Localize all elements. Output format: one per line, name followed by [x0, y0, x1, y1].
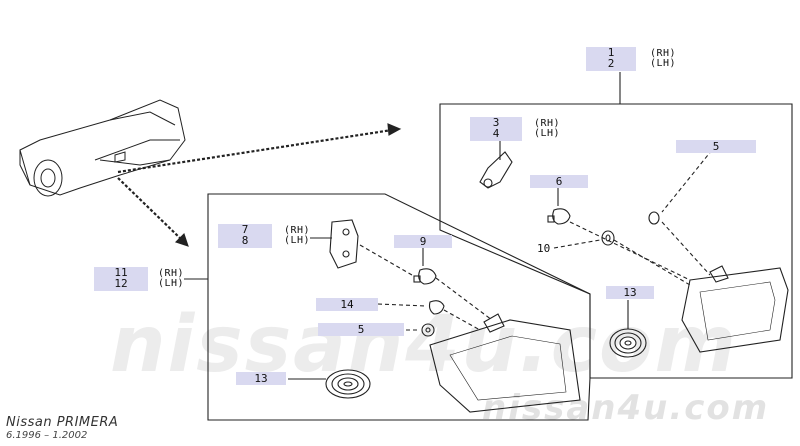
- callout-7-8: 7 8: [218, 224, 272, 248]
- arrow-line-left: [117, 177, 183, 241]
- tail-lamp-icon: [429, 313, 581, 413]
- lamp-socket-icon: [329, 219, 359, 269]
- arrow-line-right: [117, 128, 393, 174]
- callout-1: 1: [607, 46, 615, 59]
- side-label-7-8: (RH) (LH): [284, 225, 311, 246]
- bulb-icon: [547, 208, 571, 225]
- callout-11-12: 11 12: [94, 267, 148, 291]
- callout-6: 6: [530, 175, 588, 188]
- watermark-large: nissan4u.com: [110, 300, 738, 390]
- callout-3: 3: [492, 116, 500, 129]
- frame-left: [207, 193, 591, 421]
- bulb-icon: [413, 268, 437, 285]
- washer-icon: [421, 323, 435, 337]
- callout-13-right: 13: [606, 286, 654, 299]
- car-rear-icon: [19, 99, 186, 197]
- callout-7: 7: [241, 223, 249, 236]
- tail-lamp-icon: [681, 265, 789, 353]
- callout-13-left: 13: [236, 372, 286, 385]
- callout-5-left: 5: [318, 323, 404, 336]
- callout-5-right: 5: [676, 140, 756, 153]
- bulb-icon: [428, 300, 445, 315]
- callout-3-4: 3 4: [470, 117, 522, 141]
- footer-model: Nissan PRIMERA: [6, 415, 119, 430]
- callout-14: 14: [316, 298, 378, 311]
- side-label-1-2: (RH) (LH): [650, 48, 677, 69]
- callout-2: 2: [607, 57, 615, 70]
- callout-1-2: 1 2: [586, 47, 636, 71]
- callout-11: 11: [114, 266, 128, 279]
- arrow-head-right: [387, 123, 402, 136]
- callout-10: 10: [537, 242, 551, 255]
- side-label-11-12: (RH) (LH): [158, 268, 185, 289]
- footer-dates: 6.1996 – 1.2002: [6, 430, 88, 441]
- callout-9: 9: [394, 235, 452, 248]
- callout-4: 4: [492, 127, 500, 140]
- arrow-head-left: [174, 232, 189, 247]
- side-label-3-4: (RH) (LH): [534, 118, 561, 139]
- callout-8: 8: [241, 234, 249, 247]
- watermark-small: nissan4u.com: [482, 388, 770, 428]
- lamp-socket-icon: [479, 146, 513, 189]
- gasket-icon: [648, 211, 660, 225]
- callout-12: 12: [114, 277, 128, 290]
- seal-coil-icon: [609, 328, 647, 358]
- seal-coil-icon: [325, 369, 371, 399]
